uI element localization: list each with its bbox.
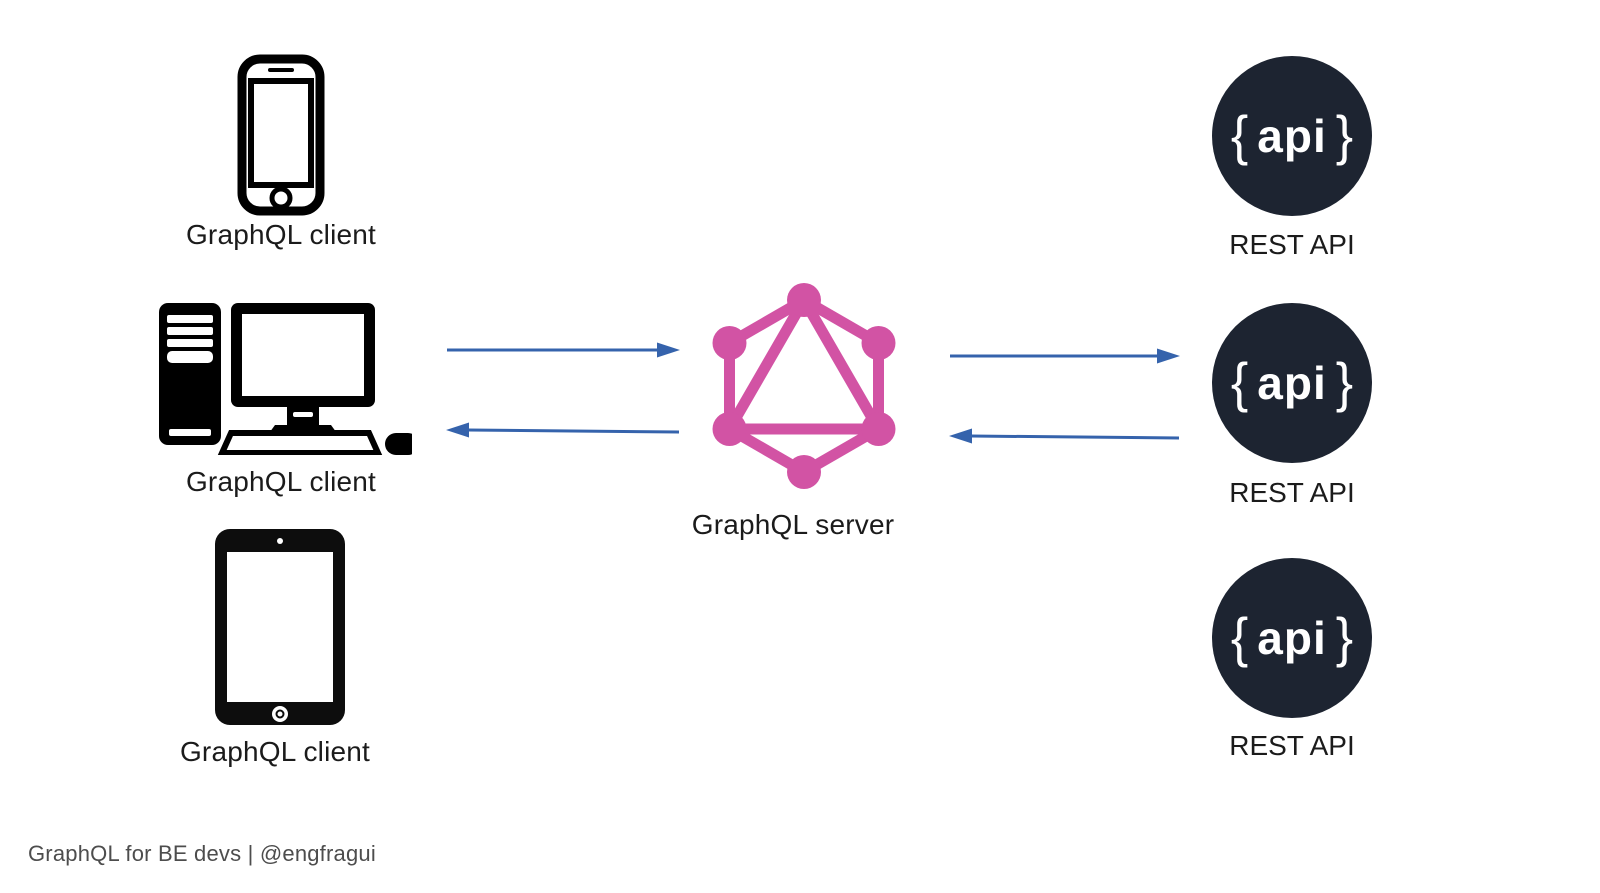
- api-word: api: [1257, 357, 1327, 409]
- smartphone-icon: [237, 54, 325, 216]
- brace-close: }: [1335, 352, 1354, 414]
- rest-api-badge: { api }: [1212, 303, 1372, 463]
- arrow-api-to-server: [949, 428, 1180, 444]
- client-label: GraphQL client: [179, 736, 371, 767]
- client-label: GraphQL client: [185, 219, 377, 250]
- brace-open: {: [1230, 105, 1249, 167]
- brace-open: {: [1230, 352, 1249, 414]
- brace-open: {: [1230, 607, 1249, 669]
- api-word: api: [1257, 110, 1327, 162]
- arrow-server-to-api: [950, 348, 1180, 364]
- rest-api-badge: { api }: [1212, 56, 1372, 216]
- arrow-server-to-client: [446, 422, 680, 438]
- client-label: GraphQL client: [185, 466, 377, 497]
- server-label: GraphQL server: [691, 509, 895, 540]
- api-badge-text: { api }: [1230, 607, 1354, 669]
- desktop-computer-icon: [159, 303, 412, 455]
- graphql-logo: [712, 283, 896, 489]
- api-word: api: [1257, 612, 1327, 664]
- credit-text: GraphQL for BE devs | @engfragui: [28, 841, 376, 866]
- rest-api-badge: { api }: [1212, 558, 1372, 718]
- rest-api-label: REST API: [1229, 730, 1355, 761]
- rest-api-label: REST API: [1229, 477, 1355, 508]
- api-badge-text: { api }: [1230, 105, 1354, 167]
- arrow-client-to-server: [447, 342, 680, 358]
- tablet-icon: [215, 529, 345, 725]
- api-badge-text: { api }: [1230, 352, 1354, 414]
- brace-close: }: [1335, 607, 1354, 669]
- rest-api-label: REST API: [1229, 229, 1355, 260]
- brace-close: }: [1335, 105, 1354, 167]
